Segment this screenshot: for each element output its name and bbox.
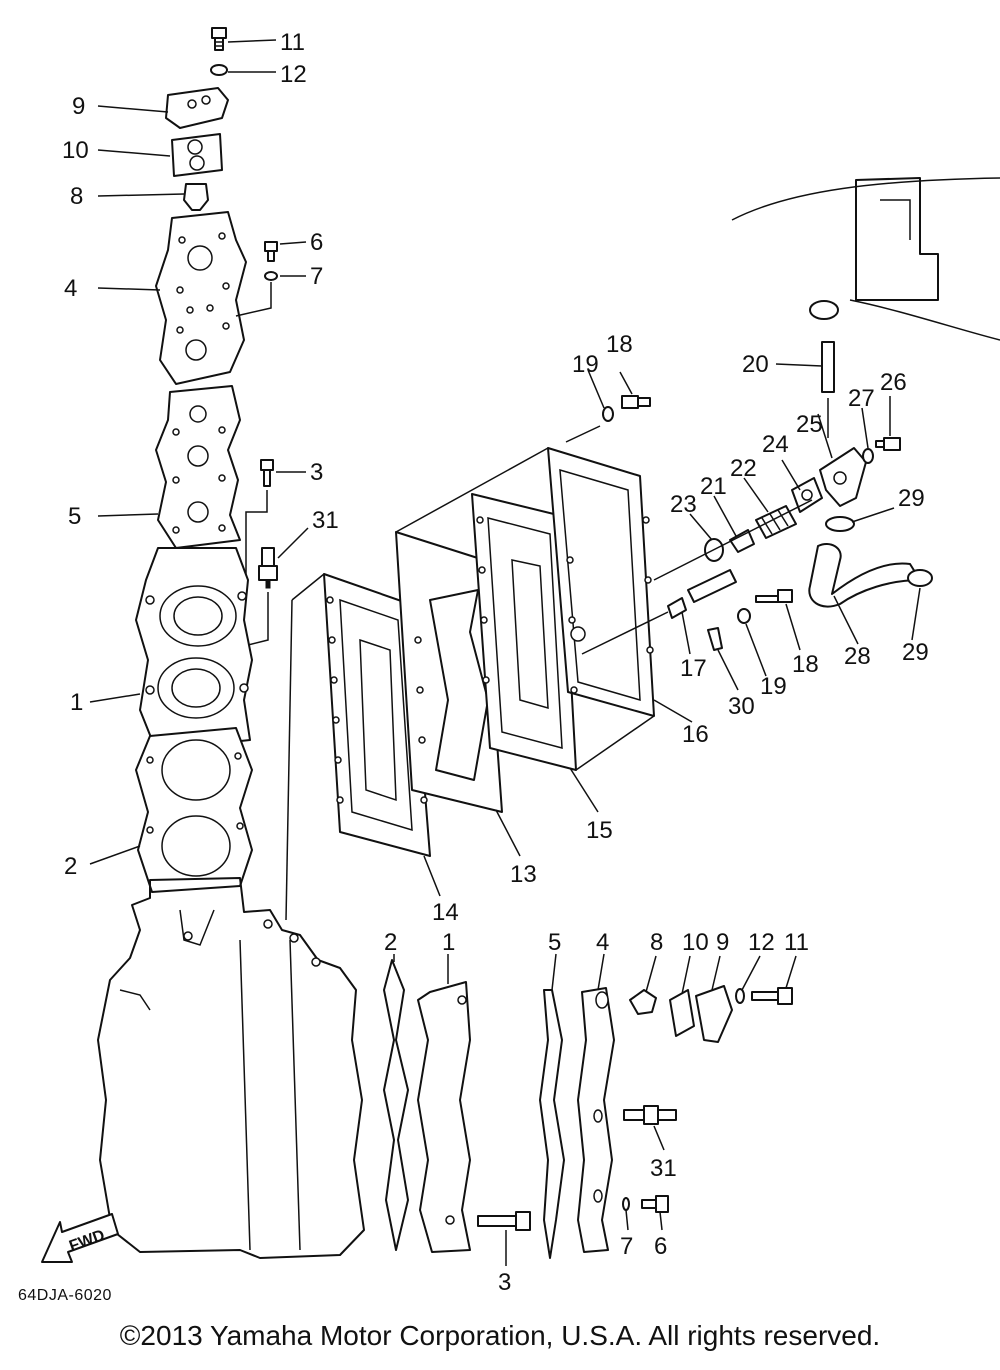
part-17-pipe	[687, 569, 737, 603]
copyright-notice: ©2013 Yamaha Motor Corporation, U.S.A. A…	[119, 1320, 881, 1351]
part-9-cover	[165, 87, 229, 129]
callout-21: 21	[700, 473, 727, 500]
part-6-bolt-side	[641, 1195, 669, 1213]
callout-2-side: 2	[384, 929, 397, 956]
callout-23: 23	[670, 491, 697, 518]
callout-17: 17	[680, 655, 707, 682]
part-26-bolt	[875, 437, 901, 451]
part-11-bolt-side	[751, 987, 793, 1005]
part-29-clamp-a	[825, 516, 855, 532]
part-2-gasket-side	[383, 959, 409, 1251]
callout-19-lower: 19	[760, 673, 787, 700]
callout-29-b: 29	[902, 639, 929, 666]
callout-14: 14	[432, 899, 459, 926]
callout-9-side: 9	[716, 929, 729, 956]
callout-24: 24	[762, 431, 789, 458]
part-11-bolt	[211, 27, 227, 51]
part-29-clamp-b	[907, 569, 933, 587]
callout-15: 15	[586, 817, 613, 844]
callout-16: 16	[682, 721, 709, 748]
part-31-sensor	[258, 547, 278, 589]
callout-28: 28	[844, 643, 871, 670]
callout-12: 12	[280, 61, 307, 88]
callout-11-side: 11	[784, 929, 809, 956]
callout-18-top: 18	[606, 331, 633, 358]
part-19-washer-lower	[737, 608, 751, 624]
part-8-thermostat-side	[629, 989, 657, 1015]
part-3-bolt	[260, 459, 274, 487]
callout-3-side: 3	[498, 1269, 511, 1296]
part-5-gasket	[155, 385, 241, 549]
engine-block	[97, 877, 365, 1259]
leader-lines	[89, 39, 921, 1266]
callout-6: 6	[310, 229, 323, 256]
callout-29-a: 29	[898, 485, 925, 512]
exploded-parts-diagram: FWD 64DJA-6020	[18, 27, 1000, 1304]
callout-8: 8	[70, 183, 83, 210]
callout-20: 20	[742, 351, 769, 378]
callout-31: 31	[312, 507, 339, 534]
part-8-thermostat	[183, 183, 209, 211]
callout-9: 9	[72, 93, 85, 120]
callout-5-side: 5	[548, 929, 561, 956]
part-18-bolt-top	[621, 395, 651, 409]
callout-22: 22	[730, 455, 757, 482]
callout-26: 26	[880, 369, 907, 396]
part-5-gasket-side	[539, 989, 565, 1259]
part-1-head-side	[417, 981, 471, 1253]
callout-19-top: 19	[572, 351, 599, 378]
part-19-washer-top	[602, 406, 614, 422]
callout-7-side: 7	[620, 1233, 633, 1260]
callout-31-side: 31	[650, 1155, 677, 1182]
callout-1: 1	[70, 689, 83, 716]
part-28-hose	[808, 542, 921, 608]
part-27-washer	[862, 448, 874, 464]
callout-27: 27	[848, 385, 875, 412]
diagram-code: 64DJA-6020	[18, 1287, 112, 1304]
part-6-bolt	[264, 241, 278, 262]
part-18-bolt-lower	[755, 589, 793, 603]
fwd-arrow: FWD	[41, 1213, 119, 1263]
callout-4: 4	[64, 275, 77, 302]
part-20-hose	[821, 341, 835, 393]
callout-8-side: 8	[650, 929, 663, 956]
callout-2: 2	[64, 853, 77, 880]
part-12-washer	[210, 64, 228, 76]
part-4-exhaust-cover	[155, 211, 247, 385]
plate-bolt-holes	[326, 516, 654, 804]
part-10-gasket-side	[669, 989, 695, 1037]
callout-18-lower: 18	[792, 651, 819, 678]
callout-1-side: 1	[442, 929, 455, 956]
part-1-cylinder-head	[135, 547, 253, 751]
callout-labels: 11 12 9 10 8 6 7 4 3 31 5 1 2 18 19 20 2…	[62, 29, 929, 1296]
part-30-fitting	[707, 627, 723, 651]
part-21-valve	[729, 529, 755, 553]
callout-13: 13	[510, 861, 537, 888]
callout-10: 10	[62, 137, 89, 164]
callout-10-side: 10	[682, 929, 709, 956]
callout-30: 30	[728, 693, 755, 720]
callout-5: 5	[68, 503, 81, 530]
part-10-gasket	[171, 133, 223, 177]
callout-25: 25	[796, 411, 823, 438]
part-3-bolt-lower	[477, 1211, 531, 1231]
powerhead-outline	[855, 177, 939, 301]
part-7-washer-side	[622, 1197, 630, 1211]
callout-7: 7	[310, 263, 323, 290]
part-12-washer-side	[735, 988, 745, 1004]
callout-4-side: 4	[596, 929, 609, 956]
callout-11: 11	[280, 29, 305, 56]
part-7-washer	[264, 271, 278, 281]
callout-3: 3	[310, 459, 323, 486]
callout-12-side: 12	[748, 929, 775, 956]
part-31-sensor-side	[623, 1105, 677, 1125]
callout-6-side: 6	[654, 1233, 667, 1260]
part-9-cover-side	[695, 985, 733, 1043]
